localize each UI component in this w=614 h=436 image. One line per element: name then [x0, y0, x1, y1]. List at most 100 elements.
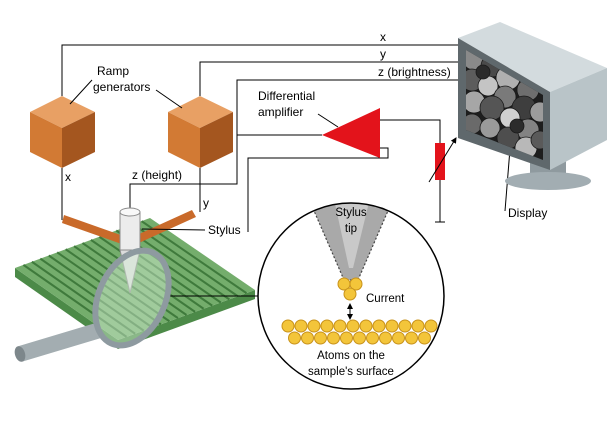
surface-atom	[424, 319, 438, 333]
resistor-adjust-arrow	[428, 137, 457, 183]
x-signal-label: x	[380, 30, 386, 44]
sample-ridge	[81, 242, 188, 316]
display-stand-base	[505, 172, 591, 190]
sample-ridge	[56, 251, 162, 326]
surface-atom	[307, 319, 321, 333]
tip-atoms	[337, 277, 363, 301]
resistor-body	[435, 143, 445, 180]
variable-resistor	[428, 137, 457, 183]
sample-ridge	[39, 257, 145, 332]
surface-atoms	[281, 319, 438, 345]
magnified-view	[257, 202, 445, 390]
tip-atom	[349, 277, 363, 291]
surface-atom	[405, 331, 418, 345]
z-signal-wire	[129, 79, 458, 210]
tip-atom	[343, 287, 357, 301]
wiring	[61, 44, 513, 297]
magnifier-handle	[17, 322, 103, 362]
stylus-tip-highlight	[332, 203, 372, 268]
surface-atom	[418, 331, 431, 345]
ramp-label-pointer-right	[155, 89, 183, 109]
surface-atom	[366, 331, 379, 345]
magnifying-glass-icon	[14, 247, 172, 362]
stylus-label-pointer	[141, 228, 206, 231]
differential-amplifier-label-line2: amplifier	[258, 105, 303, 119]
ramp-generators-label-line1: Ramp	[97, 64, 129, 78]
surface-atom	[359, 319, 373, 333]
surface-atom	[281, 319, 295, 333]
screen-mosaic-cell	[479, 117, 501, 139]
stylus-point	[119, 249, 141, 294]
ramp-generator-x	[30, 96, 95, 168]
sample-ridge	[65, 248, 170, 323]
surface-atom	[398, 319, 412, 333]
z-brightness-label: z (brightness)	[378, 65, 451, 79]
display-label: Display	[508, 206, 547, 220]
display-side	[550, 68, 607, 170]
y-signal-label: y	[380, 47, 386, 61]
surface-atom	[372, 319, 386, 333]
cube-left-face	[168, 112, 200, 168]
piezo-arm-y	[126, 210, 196, 247]
piezo-arms	[62, 210, 196, 247]
surface-atom	[411, 319, 425, 333]
sample-ridge	[90, 239, 196, 313]
ramp-generator-y	[168, 96, 233, 168]
surface-atom	[340, 331, 353, 345]
screen-mosaic-cell	[530, 130, 543, 150]
current-label: Current	[366, 293, 405, 305]
surface-atom	[294, 319, 308, 333]
differential-amplifier-symbol	[322, 108, 380, 158]
ramp-generators-label-line2: generators	[93, 80, 150, 94]
x-signal-wire	[61, 44, 458, 96]
screen-mosaic-cell	[509, 118, 525, 134]
cube-right-face	[62, 112, 95, 168]
sample-board-side-right	[118, 290, 255, 349]
surface-atom	[346, 319, 360, 333]
sample-ridge	[22, 264, 128, 338]
ramp-label-pointer-left	[69, 79, 93, 105]
sample-ridge	[31, 260, 136, 335]
differential-amplifier-label-line1: Differential	[258, 89, 315, 103]
magnifier-handle-end	[14, 346, 26, 362]
surface-atom	[320, 319, 334, 333]
tunneling-current-wire	[247, 147, 389, 232]
surface-atom	[385, 319, 399, 333]
stylus-body	[119, 211, 141, 251]
surface-atom	[327, 331, 340, 345]
sample-ridge	[73, 245, 179, 319]
atoms-label-line2: sample's surface	[308, 366, 394, 378]
x-drive-label: x	[65, 170, 71, 184]
surface-atom	[301, 331, 314, 345]
stylus-tip-label-line2: tip	[345, 223, 357, 235]
surface-atom	[379, 331, 392, 345]
display-monitor	[458, 22, 607, 190]
surface-atom	[288, 331, 301, 345]
stylus-tip-label-line1: Stylus	[335, 207, 367, 219]
surface-atom	[353, 331, 366, 345]
atoms-label-line1: Atoms on the	[317, 350, 385, 362]
display-top	[458, 22, 607, 92]
cube-top	[168, 96, 233, 128]
y-drive-label: y	[203, 196, 209, 210]
cube-left-face	[30, 112, 62, 168]
stylus-top	[119, 207, 141, 217]
cube-top	[30, 96, 95, 128]
labels: x y z (brightness) Ramp generators Diffe…	[65, 30, 547, 378]
sample-ridge	[98, 235, 205, 310]
amplifier-reference-wire	[380, 119, 441, 143]
amplifier-label-pointer	[317, 113, 339, 128]
z-height-label: z (height)	[132, 168, 182, 182]
cube-right-face	[200, 112, 233, 168]
screen-mosaic-cell	[475, 64, 491, 80]
surface-atom	[333, 319, 347, 333]
piezo-arm-x	[62, 215, 132, 247]
screen-mosaic-cell	[529, 101, 543, 123]
y-signal-wire	[199, 61, 458, 96]
magnified-view-outline	[257, 202, 445, 390]
surface-atom	[314, 331, 327, 345]
stylus	[119, 207, 141, 294]
surface-atom	[392, 331, 405, 345]
magnifier-lens	[92, 247, 172, 349]
